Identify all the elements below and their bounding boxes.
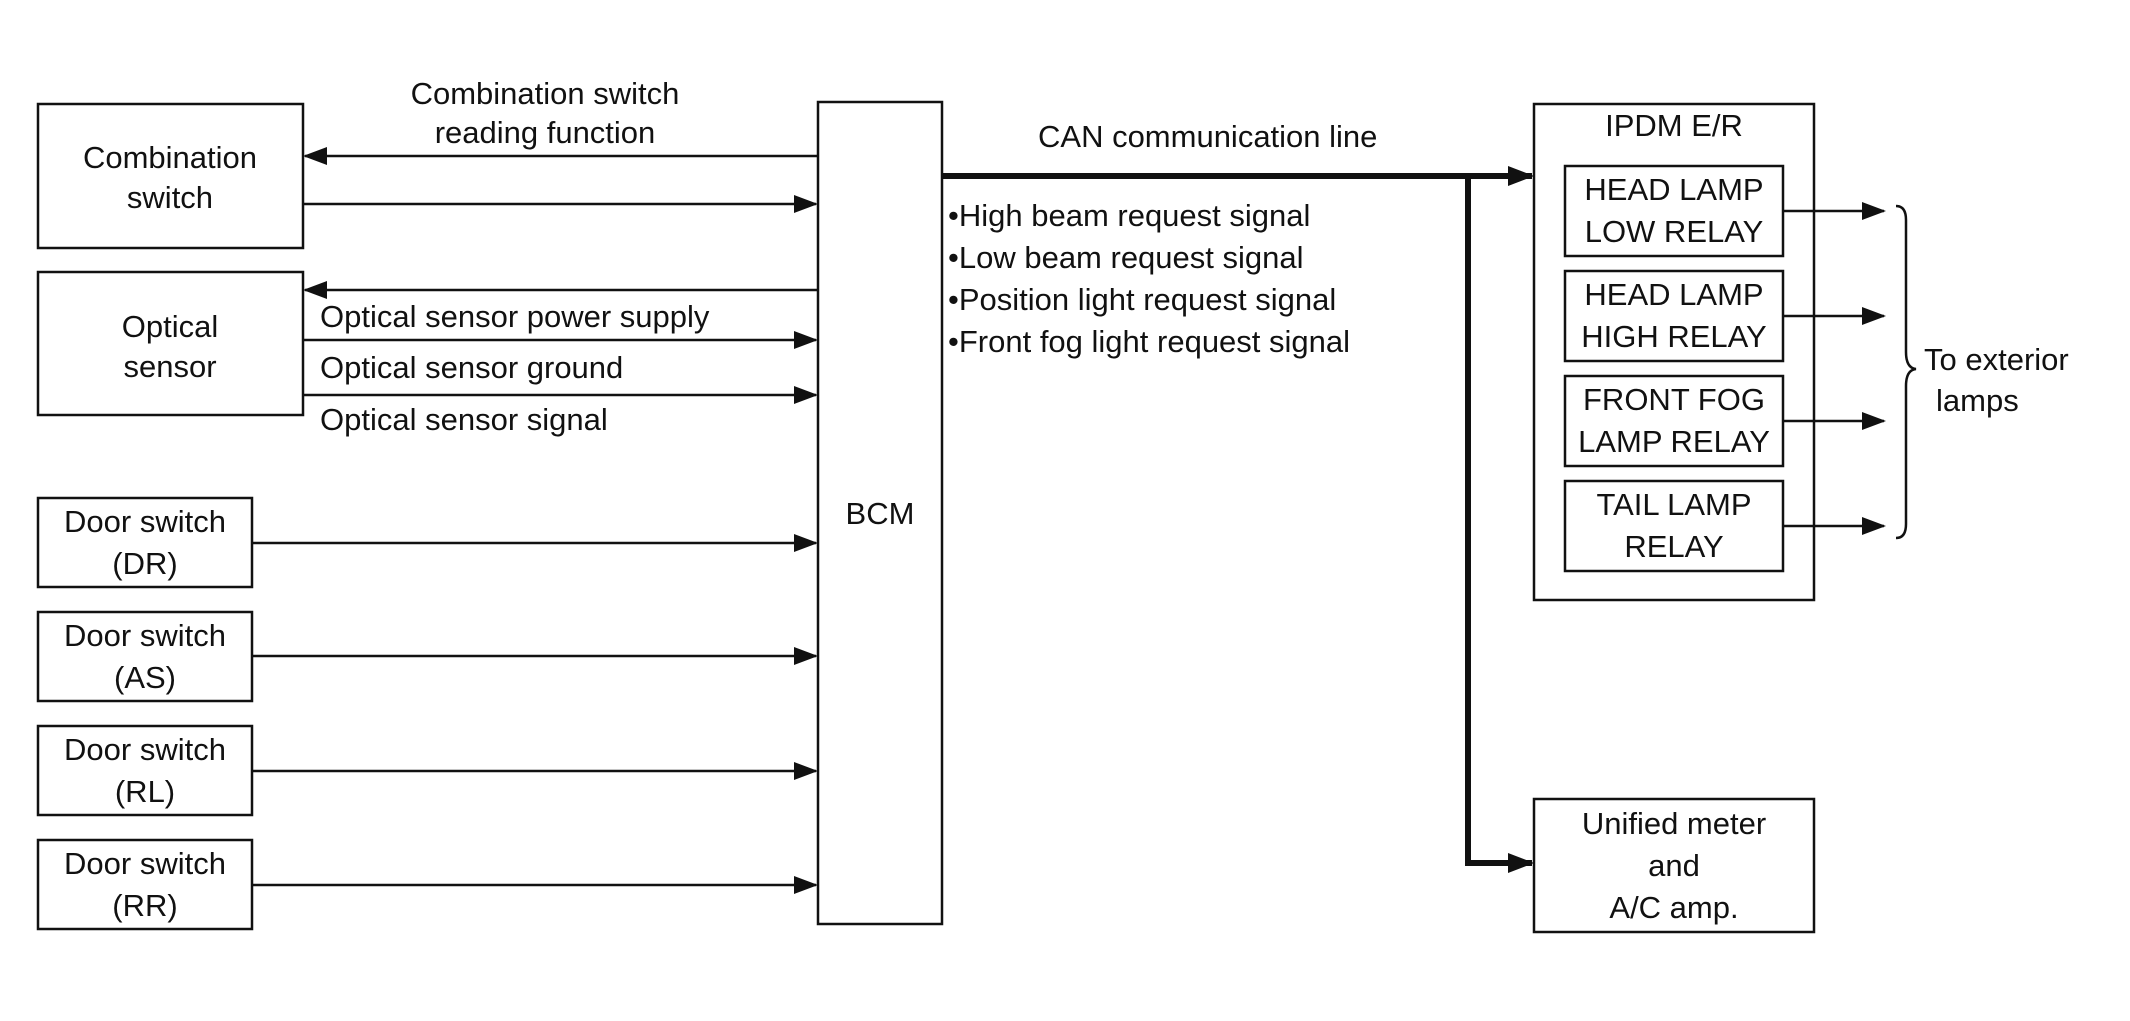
door-switch-dr-label-2: (DR)	[112, 546, 177, 581]
front-fog-label-1: FRONT FOG	[1583, 382, 1765, 417]
head-lamp-low-relay: HEAD LAMP LOW RELAY	[1563, 164, 1785, 258]
signal-front-fog: •Front fog light request signal	[948, 324, 1350, 359]
opt-power-label: Optical sensor power supply	[320, 299, 710, 334]
door-switch-rr-label-2: (RR)	[112, 888, 177, 923]
unified-meter-block: Unified meter and A/C amp.	[1532, 797, 1816, 934]
door-switch-wires	[252, 534, 818, 894]
unified-meter-label-3: A/C amp.	[1609, 890, 1738, 925]
exterior-lamps-brace	[1895, 204, 1917, 540]
front-fog-lamp-relay: FRONT FOG LAMP RELAY	[1563, 374, 1785, 468]
door-switch-as-label-2: (AS)	[114, 660, 176, 695]
tail-lamp-relay: TAIL LAMP RELAY	[1563, 479, 1785, 573]
to-exterior-lamps-label: To exterior lamps	[1924, 342, 2069, 418]
combination-switch-wires: Combination switch reading function	[303, 76, 818, 213]
signal-position-light: •Position light request signal	[948, 282, 1336, 317]
opt-ground-label: Optical sensor ground	[320, 350, 623, 385]
head-low-label-2: LOW RELAY	[1585, 214, 1764, 249]
door-switch-rr-label-1: Door switch	[64, 846, 226, 881]
door-switch-rr-block: Door switch (RR)	[36, 838, 254, 931]
combination-switch-label-1: Combination	[83, 140, 257, 175]
optical-sensor-label-2: sensor	[123, 349, 216, 384]
door-switch-as-label-1: Door switch	[64, 618, 226, 653]
door-switch-rl-label-2: (RL)	[115, 774, 175, 809]
door-switch-as-block: Door switch (AS)	[36, 610, 254, 703]
combination-switch-block: Combination switch	[36, 102, 305, 250]
head-lamp-high-relay: HEAD LAMP HIGH RELAY	[1563, 269, 1785, 363]
request-signals-list: •High beam request signal •Low beam requ…	[948, 198, 1350, 359]
to-exterior-label-2: lamps	[1936, 383, 2019, 418]
door-switch-dr-label-1: Door switch	[64, 504, 226, 539]
optical-sensor-wires: Optical sensor power supply Optical sens…	[303, 281, 818, 437]
optical-sensor-block: Optical sensor	[36, 270, 305, 417]
combination-switch-label-2: switch	[127, 180, 213, 215]
signal-low-beam: •Low beam request signal	[948, 240, 1304, 275]
front-fog-label-2: LAMP RELAY	[1578, 424, 1770, 459]
can-to-meter-arrow	[1465, 176, 1534, 873]
door-switch-rl-label-1: Door switch	[64, 732, 226, 767]
bcm-block: BCM	[816, 100, 944, 926]
can-communication-line: CAN communication line	[942, 119, 1534, 873]
unified-meter-label-1: Unified meter	[1582, 806, 1766, 841]
ipdm-title: IPDM E/R	[1605, 108, 1743, 143]
comb-reading-label-1: Combination switch	[411, 76, 680, 111]
to-exterior-label-1: To exterior	[1924, 342, 2069, 377]
head-low-label-1: HEAD LAMP	[1584, 172, 1763, 207]
unified-meter-label-2: and	[1648, 848, 1700, 883]
door-switch-dr-block: Door switch (DR)	[36, 496, 254, 589]
can-line-label: CAN communication line	[1038, 119, 1377, 154]
opt-signal-label: Optical sensor signal	[320, 402, 608, 437]
comb-reading-label-2: reading function	[435, 115, 656, 150]
head-high-label-2: HIGH RELAY	[1581, 319, 1766, 354]
tail-lamp-label-1: TAIL LAMP	[1596, 487, 1751, 522]
bcm-label: BCM	[846, 496, 915, 531]
door-switch-rl-block: Door switch (RL)	[36, 724, 254, 817]
signal-high-beam: •High beam request signal	[948, 198, 1310, 233]
ipdm-er-block: IPDM E/R HEAD LAMP LOW RELAY HEAD LAMP H…	[1532, 102, 1816, 602]
head-high-label-1: HEAD LAMP	[1584, 277, 1763, 312]
relay-output-arrows	[1783, 202, 1886, 535]
optical-sensor-label-1: Optical	[122, 309, 218, 344]
tail-lamp-label-2: RELAY	[1624, 529, 1723, 564]
